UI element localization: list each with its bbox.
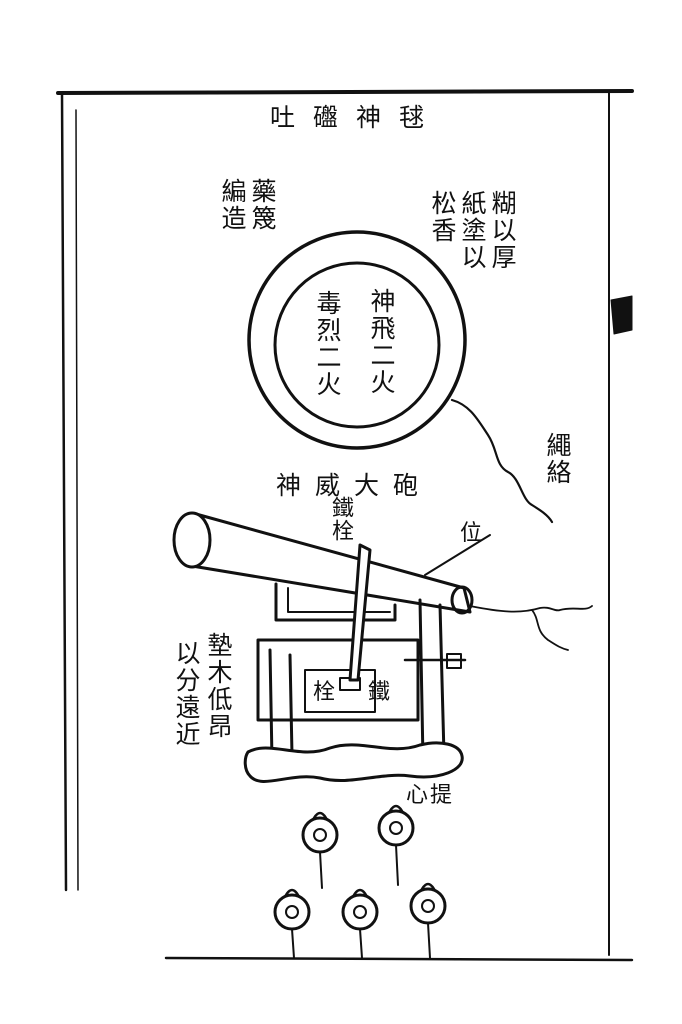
sight-label: 位	[460, 521, 484, 546]
frame-left-line	[60, 91, 68, 892]
frame-top-line	[56, 89, 634, 95]
base-board	[243, 741, 464, 783]
cannon-breech	[450, 585, 474, 615]
ball-inner-label-1: 神飛二火	[367, 288, 396, 396]
carriage-axle-end	[446, 653, 462, 669]
carriage-frame	[274, 582, 397, 622]
ball-right-label-1: 糊以厚	[488, 190, 517, 271]
frame-bottom-line	[164, 956, 634, 962]
sight-line	[424, 534, 491, 576]
ball-inner-circle	[273, 261, 441, 429]
weight-ball-1	[301, 811, 339, 889]
fuse-label: 繩絡	[543, 432, 572, 486]
fuse-rope	[450, 398, 554, 524]
inner-pin-label-a: 栓	[313, 680, 337, 705]
ball-inner-label-2: 毒烈二火	[313, 290, 342, 398]
ball-right-label-2: 紙塗以	[458, 190, 487, 271]
cord-line	[469, 605, 593, 613]
cannon-muzzle	[172, 511, 212, 569]
wedge-label-1: 墊木低昂	[204, 632, 233, 740]
frame-left-inner-line	[75, 109, 79, 891]
weight-ball-4	[341, 888, 379, 959]
ball-left-label-2: 編造	[218, 178, 247, 232]
inner-pin-label-b: 鐵	[368, 680, 392, 705]
carriage-body	[256, 638, 420, 722]
iron-pin-rod	[348, 543, 372, 682]
weight-ball-2	[377, 804, 415, 886]
weight-ball-3	[273, 888, 311, 959]
page-title: 吐䃲神毬	[270, 103, 443, 132]
right-edge-mark	[610, 295, 633, 335]
carriage-pillar-left2	[288, 653, 294, 757]
iron-pin-label: 鐵栓	[328, 496, 353, 542]
carriage-inner-box	[304, 669, 376, 713]
ball-left-label-1: 藥篾	[248, 178, 277, 232]
carriage-pillar-right	[418, 598, 425, 762]
ball-outer-circle	[247, 230, 467, 450]
carriage-pillar-right2	[438, 603, 446, 757]
carriage-pillar-left	[268, 648, 274, 762]
bottom-label: 心提	[406, 783, 455, 808]
wedge-label-2: 以分遠近	[172, 640, 201, 748]
ball-right-label-3: 松香	[428, 190, 457, 244]
weight-ball-5	[409, 882, 447, 959]
cord-tail	[531, 609, 569, 651]
cannon-title: 神威大砲	[276, 471, 433, 500]
